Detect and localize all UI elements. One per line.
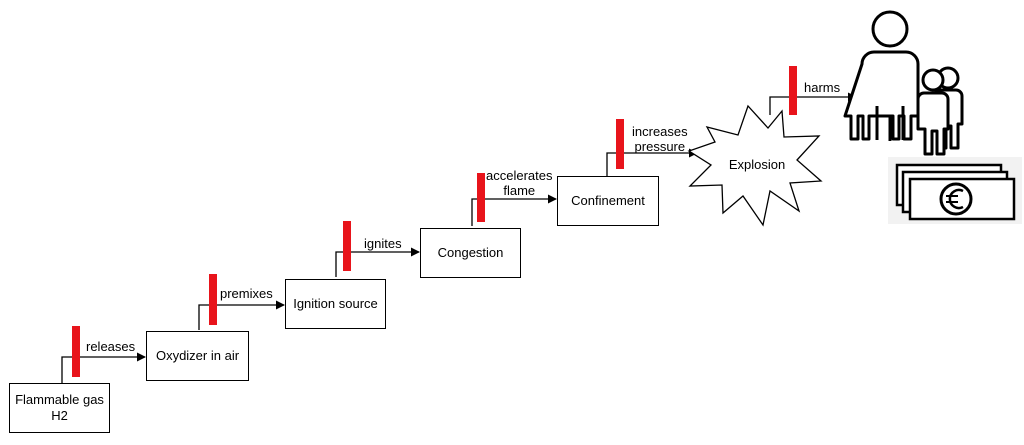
edge-increases bbox=[606, 148, 698, 177]
barrier-icon bbox=[343, 221, 351, 271]
node-congestion[interactable]: Congestion bbox=[420, 228, 521, 278]
explosion-burst-icon bbox=[687, 104, 823, 227]
edge-label-accelerates: accelerates flame bbox=[486, 168, 552, 198]
edge-releases bbox=[61, 352, 146, 383]
barrier-icon bbox=[72, 326, 80, 377]
edge-label-harms: harms bbox=[804, 80, 841, 95]
edge-premixes bbox=[198, 300, 285, 330]
node-oxydizer[interactable]: Oxydizer in air bbox=[146, 331, 249, 381]
barrier-icon bbox=[477, 173, 485, 222]
edge-label-line-1: increases bbox=[632, 124, 688, 139]
node-label: Ignition source bbox=[293, 296, 378, 311]
edge-accelerates bbox=[471, 194, 557, 226]
node-ignition-source[interactable]: Ignition source bbox=[285, 279, 386, 329]
barrier-icon bbox=[209, 274, 217, 325]
edge-label-ignites: ignites bbox=[364, 236, 402, 251]
euro-banknote-icon bbox=[888, 157, 1022, 224]
edge-label-line-1: accelerates bbox=[486, 168, 553, 183]
edge-label-line-2: flame bbox=[503, 183, 536, 198]
edge-harms bbox=[769, 92, 857, 115]
barrier-icon bbox=[789, 66, 797, 115]
edge-label-increases: increases pressure bbox=[632, 124, 688, 154]
node-label: Confinement bbox=[571, 193, 645, 208]
edge-ignites bbox=[335, 247, 420, 277]
barrier-icon bbox=[616, 119, 624, 169]
edge-label-premixes: premixes bbox=[220, 286, 273, 301]
node-label: Congestion bbox=[437, 245, 504, 260]
edge-label-line-2: pressure bbox=[634, 139, 686, 154]
edge-label-releases: releases bbox=[86, 339, 136, 354]
node-label-line-2: H2 bbox=[51, 408, 68, 423]
people-icon bbox=[843, 10, 964, 156]
node-label: Oxydizer in air bbox=[155, 348, 240, 363]
node-confinement[interactable]: Confinement bbox=[557, 176, 659, 226]
node-flammable-gas[interactable]: Flammable gas H2 bbox=[9, 383, 110, 433]
node-explosion-label: Explosion bbox=[728, 157, 786, 172]
node-label-line-1: Flammable gas bbox=[15, 392, 104, 407]
